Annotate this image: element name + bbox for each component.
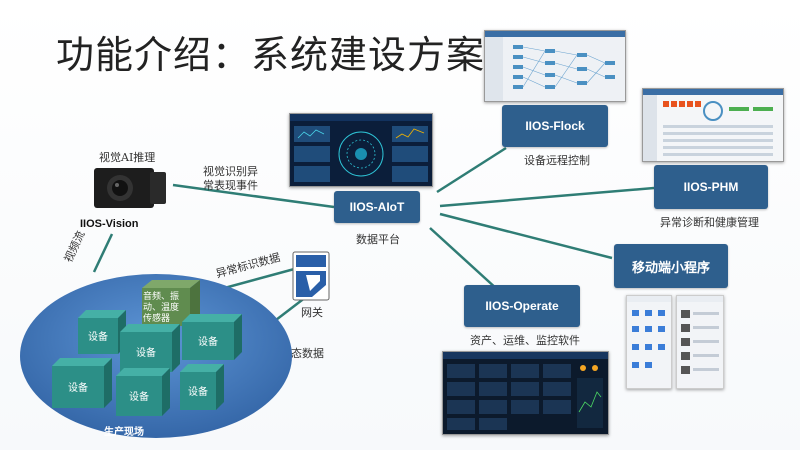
dashboard-image — [443, 352, 608, 430]
device-cube: 设备 — [180, 364, 224, 410]
link-aiot-flock — [436, 146, 507, 194]
vision-event-line1: 视觉识别异 — [203, 165, 258, 178]
device-label: 设备 — [129, 390, 149, 403]
field-label: 生产现场 — [104, 427, 144, 438]
device-label: 设备 — [88, 330, 108, 343]
node-aiot-label: IIOS-AIoT — [349, 200, 405, 214]
device-cube: 设备 — [120, 324, 180, 372]
device-cube: 设备 — [182, 314, 242, 360]
node-mobile: 移动端小程序 — [614, 244, 728, 288]
link-aiot-operate — [429, 227, 499, 291]
vision-label: IIOS-Vision — [80, 218, 139, 230]
mobile-app-image — [627, 296, 671, 368]
device-label: 设备 — [188, 385, 208, 398]
link-aiot-phm — [439, 186, 655, 208]
gateway-icon — [292, 251, 330, 301]
mobile-screenshot-2 — [676, 295, 724, 389]
device-label: 设备 — [136, 346, 156, 359]
node-flock-caption: 设备远程控制 — [524, 154, 590, 167]
page-title: 功能介绍：系统建设方案 — [56, 33, 486, 77]
vision-title: 视觉AI推理 — [99, 151, 156, 164]
node-phm: IIOS-PHM — [654, 165, 768, 209]
node-aiot-caption: 数据平台 — [356, 233, 400, 246]
aiot-screenshot — [289, 113, 433, 187]
node-phm-label: IIOS-PHM — [683, 180, 739, 194]
phm-screenshot — [642, 88, 784, 162]
node-flock-label: IIOS-Flock — [525, 119, 585, 133]
sensor-line-3: 传感器 — [143, 314, 171, 324]
mobile-screenshot-1 — [626, 295, 672, 389]
device-cube: 设备 — [52, 358, 112, 408]
gateway-label: 网关 — [301, 306, 323, 319]
link-aiot-mobile — [439, 212, 613, 260]
flock-screenshot — [484, 30, 626, 102]
dashboard-image — [290, 114, 432, 182]
node-operate-label: IIOS-Operate — [485, 299, 559, 313]
device-cube: 设备 — [116, 368, 170, 416]
link-vision-field — [92, 233, 114, 273]
node-operate: IIOS-Operate — [464, 285, 580, 327]
link-vision-aiot — [172, 183, 335, 209]
node-phm-caption: 异常诊断和健康管理 — [660, 216, 759, 229]
device-label: 设备 — [68, 381, 88, 394]
dashboard-image — [643, 89, 783, 161]
sensor-label: 音频、振 动、温度 传感器 — [143, 292, 183, 325]
sensor-line-2: 动、温度 — [143, 303, 180, 313]
node-operate-caption: 资产、运维、监控软件 — [470, 334, 580, 347]
sensor-line-1: 音频、振 — [143, 292, 180, 302]
flowchart-image — [485, 31, 625, 101]
vision-event-line2: 常表现事件 — [203, 179, 258, 192]
node-aiot: IIOS-AIoT — [334, 191, 420, 223]
mobile-app-image — [677, 296, 723, 374]
operate-screenshot — [442, 351, 609, 435]
node-mobile-label: 移动端小程序 — [631, 260, 710, 276]
node-flock: IIOS-Flock — [502, 105, 608, 147]
device-label: 设备 — [198, 335, 218, 348]
sensor-block — [142, 280, 200, 326]
camera-icon — [94, 168, 166, 208]
